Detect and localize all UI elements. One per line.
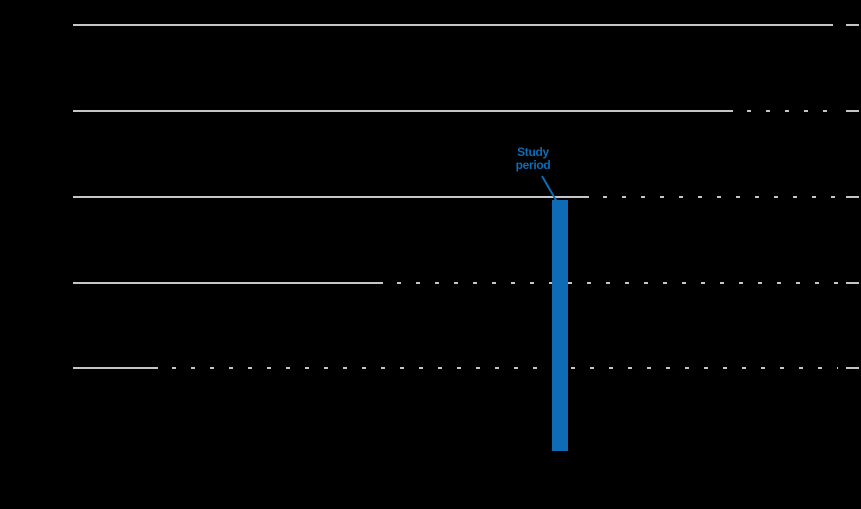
study-period-label-line2: period: [515, 157, 551, 172]
right-axis-tick: [846, 110, 859, 112]
right-axis-tick: [846, 24, 859, 26]
gridline-solid-segment: [73, 110, 733, 112]
right-axis-tick: [846, 196, 859, 198]
gridline-dotted-segment: [747, 110, 838, 112]
gridline-solid-segment: [73, 196, 589, 198]
gridline-solid-segment: [73, 24, 833, 26]
study-period-label-line1: Study: [517, 145, 549, 159]
right-axis-tick: [846, 367, 859, 369]
gridline-dotted-segment: [603, 196, 838, 198]
gridline-solid-segment: [73, 367, 158, 369]
gridline-dotted-segment: [397, 282, 838, 284]
study-period-bar: [552, 200, 568, 451]
gridline-dotted-segment: [172, 367, 838, 369]
study-period-label: Study period: [473, 146, 593, 171]
gridline-solid-segment: [73, 282, 383, 284]
right-axis-tick: [846, 282, 859, 284]
leader-line: [541, 175, 558, 203]
